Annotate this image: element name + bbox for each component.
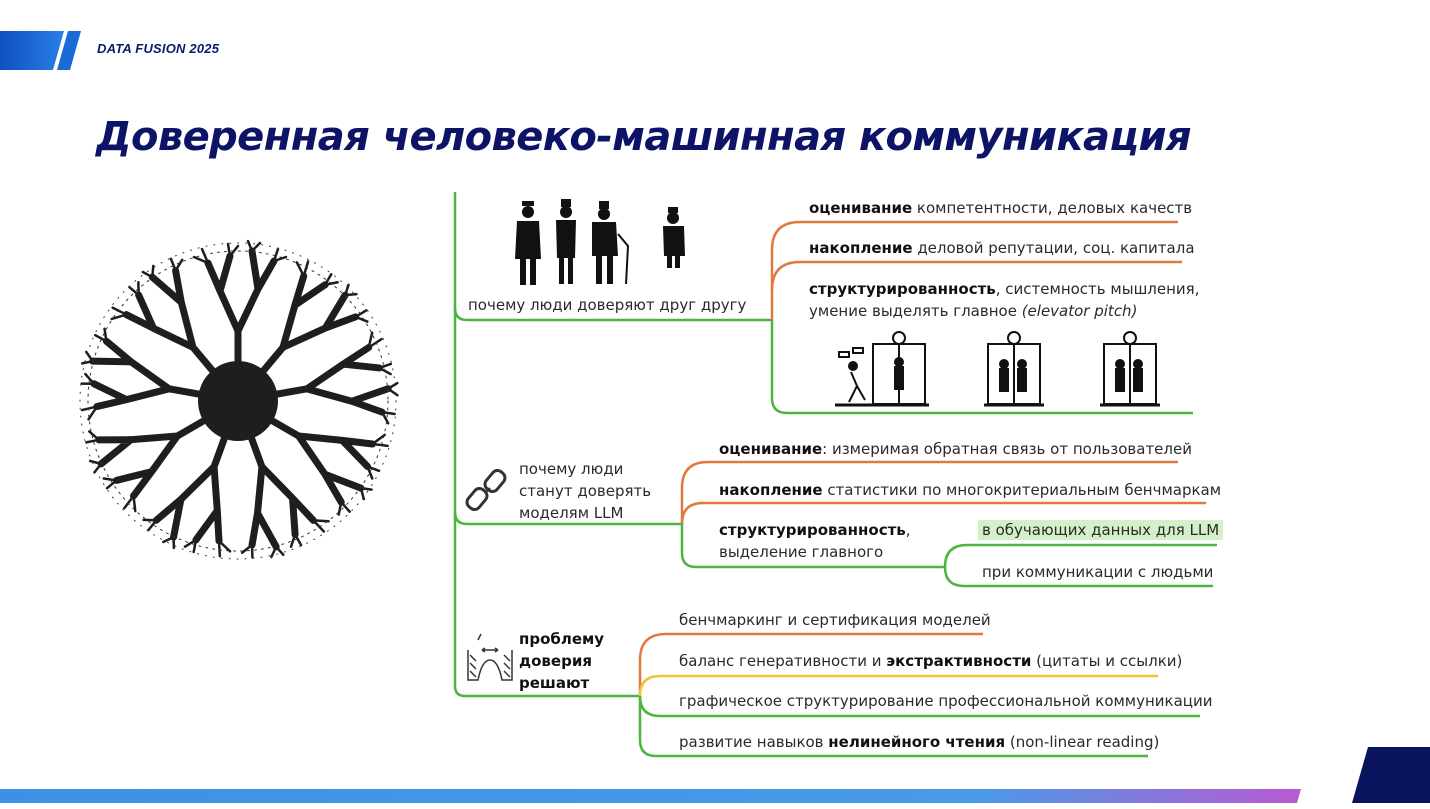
s3-branch-1: бенчмаркинг и сертификация моделей: [679, 611, 991, 629]
s1-connector: [453, 307, 772, 322]
s3-branch-4: развитие навыков нелинейного чтения (non…: [679, 733, 1160, 751]
s3-branch-2: баланс генеративности и экстрактивности …: [679, 652, 1183, 670]
s3-label: проблему доверия решают: [519, 630, 605, 692]
s3-branch-3: графическое структурирование профессиона…: [679, 692, 1213, 710]
s1-label: почему люди доверяют друг другу: [468, 296, 747, 314]
s2-label: почему люди станут доверять моделям LLM: [519, 460, 652, 522]
people-silhouettes: [515, 199, 685, 285]
footer-bar: [0, 789, 1301, 803]
page-title: Доверенная человеко-машинная коммуникаци…: [96, 114, 1192, 160]
elevator-illustrations: [835, 331, 1160, 407]
s1-branch-1: оценивание компетентности, деловых качес…: [809, 199, 1193, 217]
s2-sub-branch-2: при коммуникации с людьми: [982, 563, 1214, 581]
s2-branch-3-line2: выделение главного: [719, 543, 884, 561]
s1-branch-3-line2: умение выделять главное (elevator pitch): [809, 302, 1138, 320]
s2-sub-branch-1: в обучающих данных для LLM: [978, 520, 1224, 540]
gap-bridge-icon: [467, 633, 513, 681]
s2-branch-2: накопление статистики по многокритериаль…: [719, 481, 1222, 499]
s2-branch-3: структурированность,: [719, 521, 911, 539]
s2-branch-1: оценивание: измеримая обратная связь от …: [719, 440, 1192, 458]
corner-shape: [1352, 747, 1430, 803]
s2-branches: [680, 460, 1217, 588]
s2-connector: [453, 511, 682, 526]
tree-illustration: [73, 239, 404, 568]
s3-branches: [638, 632, 1200, 758]
s1-branch-3: структурированность, системность мышлени…: [809, 280, 1200, 298]
broken-chain-icon: [465, 469, 507, 511]
s1-branches: [770, 220, 1193, 415]
trunk-line: [453, 192, 640, 698]
brand-logo: [0, 31, 81, 70]
s1-branch-2: накопление деловой репутации, соц. капит…: [809, 239, 1195, 257]
event-label: DATA FUSION 2025: [97, 41, 220, 56]
